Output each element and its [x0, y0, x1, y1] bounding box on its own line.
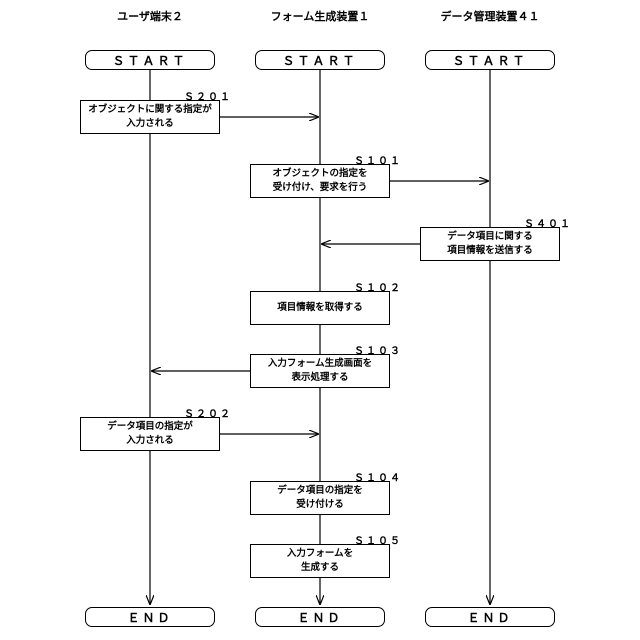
- process-box-s103: 入力フォーム生成画面を 表示処理する: [250, 354, 390, 388]
- column-title-form-generator: フォーム生成装置１: [271, 8, 370, 24]
- s102-line1: 項目情報を取得する: [277, 301, 363, 315]
- s401-line2: 項目情報を送信する: [447, 244, 533, 258]
- s201-line1: オブジェクトに関する指定が: [88, 103, 212, 117]
- end-terminal-form: ＥＮＤ: [255, 607, 385, 627]
- s103-line1: 入力フォーム生成画面を: [268, 357, 372, 371]
- s101-line1: オブジェクトの指定を: [272, 167, 367, 181]
- process-box-s401: データ項目に関する 項目情報を送信する: [420, 227, 560, 261]
- s105-line2: 生成する: [301, 561, 339, 575]
- s202-line2: 入力される: [126, 434, 174, 448]
- process-box-s104: データ項目の指定を 受け付ける: [250, 481, 390, 515]
- end-terminal-data: ＥＮＤ: [425, 607, 555, 627]
- column-title-user-terminal: ユーザ端末２: [117, 8, 183, 24]
- process-box-s101: オブジェクトの指定を 受け付け、要求を行う: [250, 164, 390, 198]
- s101-line2: 受け付け、要求を行う: [273, 181, 368, 195]
- s104-line2: 受け付ける: [296, 498, 344, 512]
- start-terminal-user: ＳＴＡＲＴ: [85, 50, 215, 70]
- process-box-s102: 項目情報を取得する: [250, 291, 390, 325]
- s202-line1: データ項目の指定が: [107, 420, 193, 434]
- start-terminal-data: ＳＴＡＲＴ: [425, 50, 555, 70]
- process-box-s201: オブジェクトに関する指定が 入力される: [80, 100, 220, 134]
- s401-line1: データ項目に関する: [447, 230, 533, 244]
- s105-line1: 入力フォームを: [287, 547, 353, 561]
- s104-line1: データ項目の指定を: [277, 484, 363, 498]
- s201-line2: 入力される: [126, 117, 174, 131]
- s103-line2: 表示処理する: [291, 371, 348, 385]
- end-terminal-user: ＥＮＤ: [85, 607, 215, 627]
- start-terminal-form: ＳＴＡＲＴ: [255, 50, 385, 70]
- process-box-s105: 入力フォームを 生成する: [250, 544, 390, 578]
- process-box-s202: データ項目の指定が 入力される: [80, 417, 220, 451]
- column-title-data-manager: データ管理装置４１: [441, 8, 540, 24]
